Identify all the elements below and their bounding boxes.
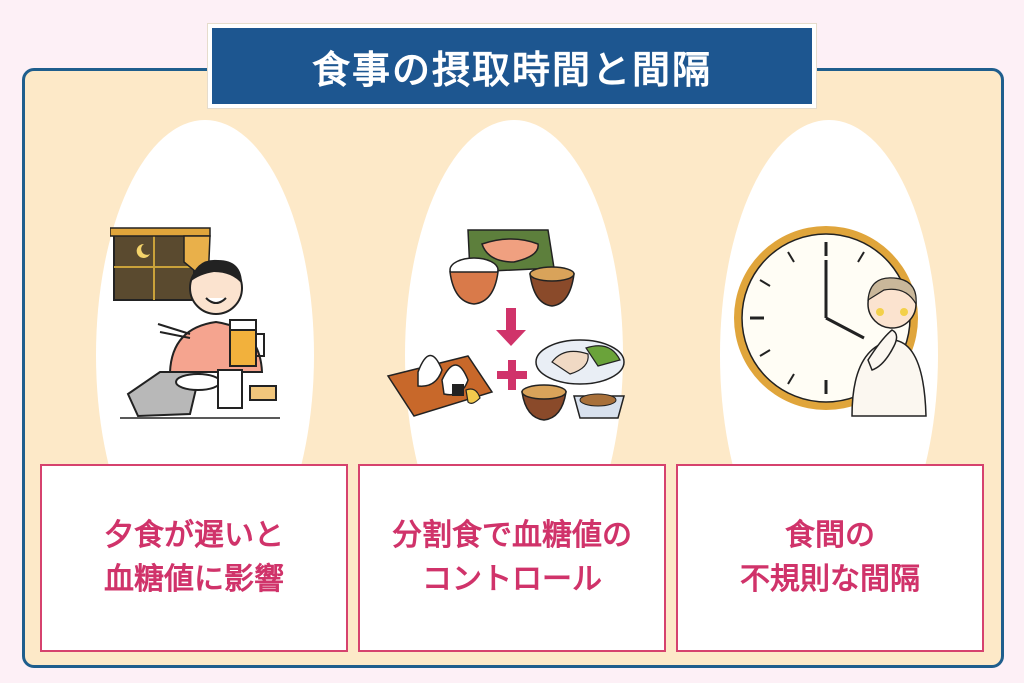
thinking-person-icon (851, 277, 927, 417)
caption-panel-2: 分割食で血糖値の コントロール (358, 464, 666, 652)
rice-bowl-icon (449, 257, 499, 305)
miso-soup-icon-2 (521, 384, 567, 421)
dinner-table-icon (120, 369, 280, 419)
caption-panel-1: 夕食が遅いと 血糖値に影響 (40, 464, 348, 652)
split-meal-illustration (386, 229, 625, 421)
onigiri-plate-icon (386, 354, 494, 417)
late-dinner-illustration (110, 227, 280, 419)
caption-3-line-2: 不規則な間隔 (740, 562, 920, 597)
caption-1-line-1: 夕食が遅いと (104, 518, 284, 553)
arrow-down-icon (496, 308, 526, 346)
caption-2-line-1: 分割食で血糖値の (392, 518, 632, 553)
caption-3-line-1: 食間の (785, 518, 875, 553)
meat-salad-plate-icon (535, 339, 625, 385)
caption-2-line-2: コントロール (422, 562, 602, 597)
title-banner: 食事の摂取時間と間隔 (208, 24, 816, 108)
clock-illustration (734, 226, 927, 417)
side-dish-icon (573, 393, 625, 419)
miso-soup-icon (529, 266, 575, 307)
caption-panel-3: 食間の 不規則な間隔 (676, 464, 984, 652)
plus-icon (497, 360, 527, 390)
beer-mug-icon (229, 319, 265, 367)
page-title: 食事の摂取時間と間隔 (311, 47, 712, 92)
caption-1-line-2: 血糖値に影響 (104, 562, 284, 597)
